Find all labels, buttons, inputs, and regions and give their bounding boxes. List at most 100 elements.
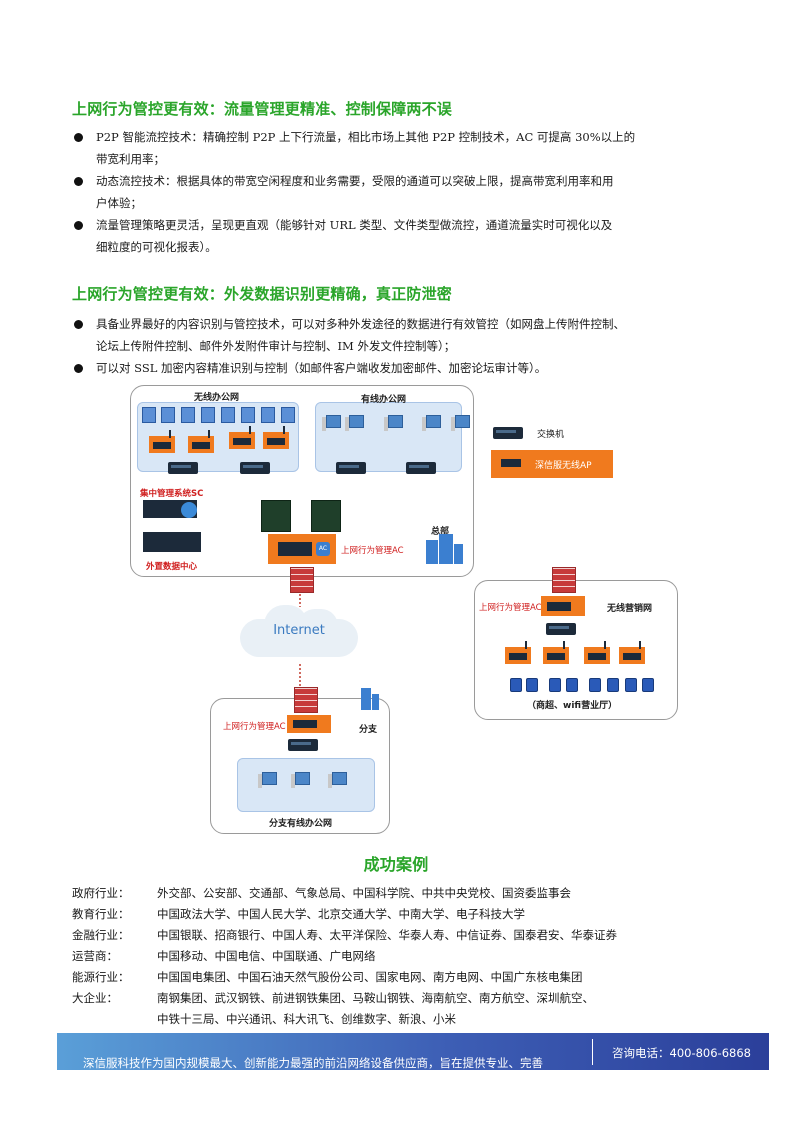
table-row: 中铁十三局、中兴通讯、科大讯飞、创维数字、新浪、小米	[72, 1009, 752, 1030]
legend-ap-label: 深信服无线AP	[535, 461, 592, 471]
pc-icon	[322, 415, 341, 431]
wireless-ap-icon	[149, 430, 175, 453]
pc-icon	[258, 772, 277, 788]
internet-cloud-icon: Internet	[240, 603, 358, 657]
list-item: 动态流控技术：根据具体的带宽空闲程度和业务需要，受限的通道可以突破上限，提高带宽…	[72, 170, 732, 214]
tablet-icon	[181, 407, 195, 423]
cases-table: 政府行业： 外交部、公安部、交通部、气象总局、中国科学院、中共中央党校、国资委监事…	[72, 883, 752, 1030]
external-data-center-label: 外置数据中心	[146, 562, 198, 572]
wireless-ap-icon	[263, 426, 289, 449]
clients-cell: 外交部、公安部、交通部、气象总局、中国科学院、中共中央党校、国资委监事会	[157, 886, 571, 900]
building-icon	[372, 694, 379, 710]
table-row: 大企业： 南钢集团、武汉钢铁、前进钢铁集团、马鞍山钢铁、海南航空、南方航空、深圳航…	[72, 988, 752, 1009]
wired-office-zone	[315, 402, 462, 472]
hq-label: 总部	[431, 527, 450, 537]
firewall-icon	[294, 687, 318, 713]
industry-cell: 金融行业：	[72, 928, 130, 942]
building-icon	[361, 688, 371, 710]
pc-icon	[291, 772, 310, 788]
marketing-ac-device	[541, 596, 585, 616]
footer-slogan: 深信服科技作为国内规模最大、创新能力最强的前沿网络设备供应商，旨在提供专业、完善	[83, 1056, 543, 1070]
phone-icon	[589, 678, 601, 692]
phone-icon	[642, 678, 654, 692]
phone-icon	[625, 678, 637, 692]
bullet-text: 带宽利用率；	[96, 152, 165, 166]
bullet-text: 细粒度的可视化报表）。	[96, 240, 217, 254]
central-mgmt-label: 集中管理系统SC	[140, 489, 204, 499]
branch-ac-label: 上网行为管理AC	[223, 722, 286, 732]
switch-icon	[336, 462, 366, 474]
industry-cell: 大企业：	[72, 991, 118, 1005]
ac-badge-icon: AC	[316, 542, 330, 556]
tablet-icon	[221, 407, 235, 423]
hq-ac-label: 上网行为管理AC	[341, 546, 404, 556]
cases-title: 成功案例	[363, 855, 429, 874]
pc-icon	[328, 772, 347, 788]
legend-ap-box: 深信服无线AP	[491, 450, 613, 478]
core-switch-icon	[261, 500, 291, 532]
section2-bullets: 具备业界最好的内容识别与管控技术，可以对多种外发途径的数据进行有效管控（如网盘上…	[72, 313, 732, 379]
tablet-icon	[201, 407, 215, 423]
core-switch-icon	[311, 500, 341, 532]
table-row: 金融行业：中国银联、招商银行、中国人寿、太平洋保险、华泰人寿、中信证券、国泰君安…	[72, 925, 752, 946]
branch-ac-device	[287, 715, 331, 733]
tablet-icon	[241, 407, 255, 423]
section2-title: 上网行为管控更有效：外发数据识别更精确，真正防泄密	[72, 285, 453, 303]
building-icon	[426, 540, 438, 564]
switch-icon	[406, 462, 436, 474]
bullet-text: 流量管理策略更灵活，呈现更直观（能够针对 URL 类型、文件类型做流控，通道流量…	[96, 218, 613, 232]
tablet-icon	[161, 407, 175, 423]
wireless-ap-icon	[188, 430, 214, 453]
clients-cell: 中国国电集团、中国石油天然气股份公司、国家电网、南方电网、中国广东核电集团	[157, 970, 583, 984]
wireless-ap-icon	[229, 426, 255, 449]
tablet-icon	[142, 407, 156, 423]
switch-icon	[288, 739, 318, 751]
industry-cell: 政府行业：	[72, 886, 130, 900]
industry-cell: 运营商：	[72, 949, 118, 963]
switch-icon	[168, 462, 198, 474]
pc-icon	[422, 415, 441, 431]
network-diagram: 无线办公网 有线办公网 集中管理系统SC 外置数据中心 AC 上网行为管理AC …	[125, 382, 685, 837]
bullet-text: 动态流控技术：根据具体的带宽空闲程度和业务需要，受限的通道可以突破上限，提高带宽…	[96, 174, 614, 188]
clients-cell: 中铁十三局、中兴通讯、科大讯飞、创维数字、新浪、小米	[157, 1012, 456, 1026]
wired-office-label: 有线办公网	[361, 395, 407, 405]
wireless-marketing-label: 无线营销网	[607, 604, 653, 614]
building-icon	[454, 544, 463, 564]
bullet-text: 户体验；	[96, 196, 142, 210]
clients-cell: 南钢集团、武汉钢铁、前进钢铁集团、马鞍山钢铁、海南航空、南方航空、深圳航空、	[157, 991, 594, 1005]
marketing-caption: （商超、wifi营业厅）	[527, 701, 618, 711]
bullet-icon	[74, 221, 83, 230]
hq-ac-device: AC	[268, 534, 336, 564]
marketing-ac-label: 上网行为管理AC	[479, 603, 542, 613]
phone-icon	[510, 678, 522, 692]
footer-banner: 深信服科技作为国内规模最大、创新能力最强的前沿网络设备供应商，旨在提供专业、完善…	[57, 1033, 769, 1070]
bullet-text: 论坛上传附件控制、邮件外发附件审计与控制、IM 外发文件控制等）；	[96, 339, 456, 353]
phone-icon	[526, 678, 538, 692]
section1-title: 上网行为管控更有效：流量管理更精准、控制保障两不误	[72, 100, 453, 118]
firewall-icon	[290, 567, 314, 593]
section1-bullets: P2P 智能流控技术：精确控制 P2P 上下行流量，相比市场上其他 P2P 控制…	[72, 126, 732, 258]
pc-icon	[345, 415, 364, 431]
legend-switch-icon	[493, 427, 523, 439]
wireless-ap-icon	[619, 641, 645, 664]
bullet-icon	[74, 177, 83, 186]
switch-icon	[546, 623, 576, 635]
building-icon	[439, 534, 453, 564]
bullet-text: 具备业界最好的内容识别与管控技术，可以对多种外发途径的数据进行有效管控（如网盘上…	[96, 317, 625, 331]
list-item: 具备业界最好的内容识别与管控技术，可以对多种外发途径的数据进行有效管控（如网盘上…	[72, 313, 732, 357]
bullet-icon	[74, 320, 83, 329]
switch-icon	[240, 462, 270, 474]
pc-icon	[451, 415, 470, 431]
list-item: P2P 智能流控技术：精确控制 P2P 上下行流量，相比市场上其他 P2P 控制…	[72, 126, 732, 170]
internet-label: Internet	[273, 623, 325, 638]
globe-icon	[181, 502, 197, 518]
legend-switch-label: 交换机	[537, 430, 565, 440]
clients-cell: 中国移动、中国电信、中国联通、广电网络	[157, 949, 376, 963]
table-row: 运营商： 中国移动、中国电信、中国联通、广电网络	[72, 946, 752, 967]
wireless-office-label: 无线办公网	[194, 393, 240, 403]
list-item: 可以对 SSL 加密内容精准识别与控制（如邮件客户端收发加密邮件、加密论坛审计等…	[72, 357, 732, 379]
footer-divider	[592, 1039, 593, 1065]
tablet-icon	[281, 407, 295, 423]
branch-wired-label: 分支有线办公网	[269, 819, 333, 829]
bullet-icon	[74, 133, 83, 142]
